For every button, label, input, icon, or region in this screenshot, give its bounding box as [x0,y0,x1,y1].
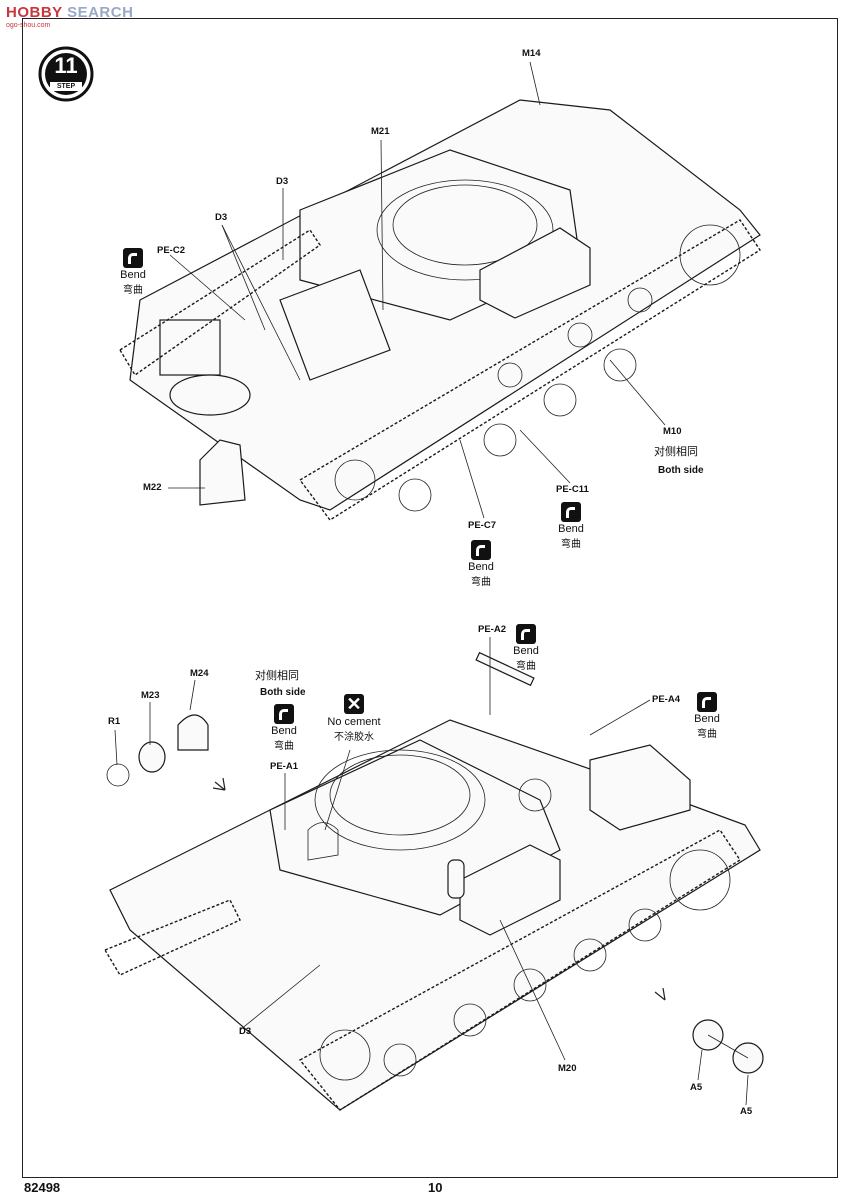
part-label-pe-a2: PE-A2 [478,624,506,635]
part-label-m14: M14 [522,48,541,59]
watermark-logo: HOBBY SEARCH [6,4,134,21]
both-side-cn-bottom: 对侧相同 [255,670,299,682]
bend-icon [471,540,491,560]
step-badge: 11 STEP [36,46,96,102]
part-label-pe-c2: PE-C2 [157,245,185,256]
page-number: 10 [428,1180,443,1195]
both-side-en-top: Both side [658,465,704,476]
part-label-r1: R1 [108,716,121,727]
part-label-m22: M22 [143,482,162,493]
part-label-pe-a1: PE-A1 [270,761,298,772]
part-label-pe-a4: PE-A4 [652,694,680,705]
bend-icon [697,692,717,712]
step-label: STEP [56,83,76,90]
part-label-m24: M24 [190,668,209,679]
part-label-d3-c: D3 [239,1026,252,1037]
part-label-m10: M10 [663,426,682,437]
step-number: 11 [54,53,78,78]
kit-number: 82498 [24,1180,61,1195]
part-label-m23: M23 [141,690,160,701]
bend-icon [561,502,581,522]
part-label-m20: M20 [558,1063,577,1074]
bend-icon [516,624,536,644]
part-label-d3-a: D3 [276,176,289,187]
both-side-en-bottom: Both side [260,687,306,698]
part-label-a5-a: A5 [690,1082,703,1093]
part-label-a5-b: A5 [740,1106,753,1117]
part-label-d3-b: D3 [215,212,228,223]
part-label-m21: M21 [371,126,390,137]
bottom-tank-illustration [103,637,764,1111]
part-label-pe-c7: PE-C7 [468,520,496,531]
no-cement-icon: ✕ [344,694,364,714]
top-tank-illustration [119,61,761,521]
bend-icon [123,248,143,268]
bend-icon [274,704,294,724]
page-frame [22,18,838,1178]
both-side-cn-top: 对侧相同 [654,446,698,458]
watermark-url: ogo-shou.com [6,22,51,29]
part-label-pe-c11: PE-C11 [556,484,589,495]
